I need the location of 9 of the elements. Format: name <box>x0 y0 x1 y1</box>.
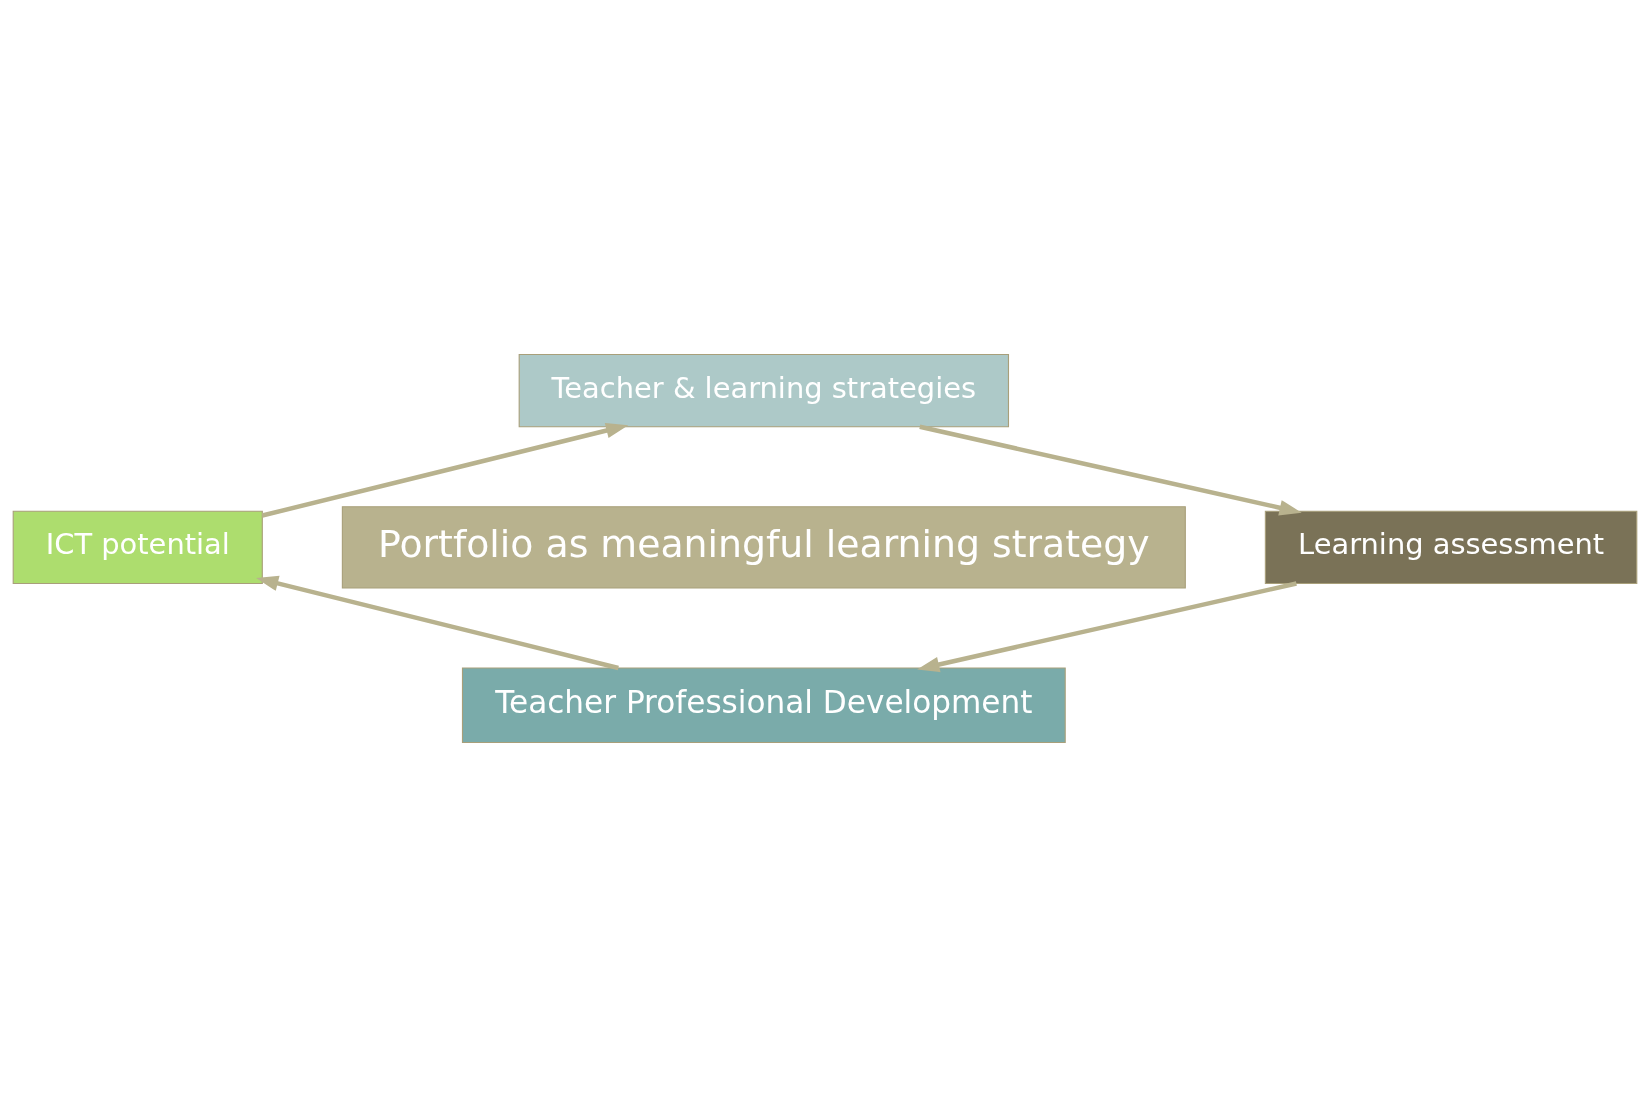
arrow <box>919 424 1302 515</box>
node-box: ICT potential <box>12 510 263 584</box>
arrow <box>917 580 1297 672</box>
arrow <box>261 422 629 518</box>
arrow <box>256 575 619 670</box>
node-box: Portfolio as meaningful learning strategy <box>341 505 1186 589</box>
node-box: Teacher & learning strategies <box>518 353 1010 427</box>
node-box: Learning assessment <box>1264 510 1638 584</box>
node-box: Teacher Professional Development <box>461 667 1066 743</box>
